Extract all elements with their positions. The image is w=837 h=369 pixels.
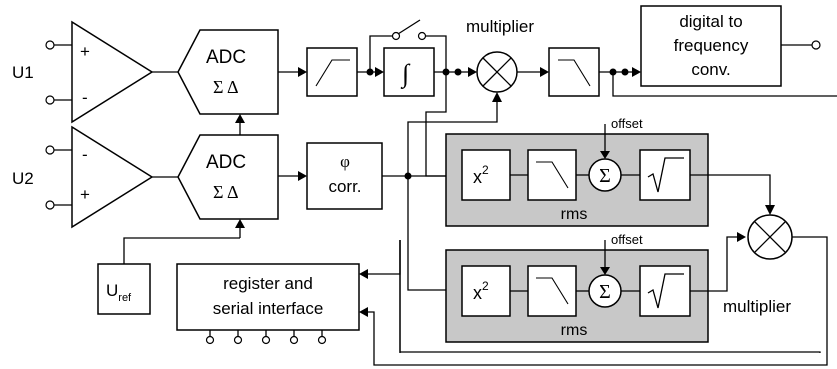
rms1-label: rms xyxy=(561,206,588,223)
rms1-sqrt xyxy=(647,157,684,193)
amplifier-u2: - + xyxy=(71,125,154,229)
rms2-offset: offset xyxy=(611,232,643,247)
switch-icon xyxy=(397,19,421,35)
amp-u1-plus: + xyxy=(80,42,90,61)
integrator-reset-switch xyxy=(369,19,447,72)
serial-bus-pins xyxy=(205,330,327,345)
dtf-line-1: digital to xyxy=(679,12,742,31)
multiplier-top: multiplier xyxy=(466,17,534,93)
rms2-sum: Σ xyxy=(599,281,611,303)
multiplier-bottom-label: multiplier xyxy=(723,297,791,316)
u2-plus-terminal xyxy=(45,200,55,210)
amp-u2-plus: + xyxy=(80,185,90,204)
u1-minus-terminal xyxy=(45,95,55,105)
rms2-square: x2 xyxy=(473,279,489,303)
digital-to-frequency-converter: digital to frequency conv. xyxy=(640,5,782,87)
integrator-symbol: ∫ xyxy=(400,59,411,89)
adc-u1-label: ADC xyxy=(206,47,246,68)
u2-input: U2 xyxy=(12,145,72,210)
rms1-sum: Σ xyxy=(599,165,611,187)
rms1-square: x2 xyxy=(473,163,489,187)
rms1-offset: offset xyxy=(611,116,643,131)
amp-u2-minus: - xyxy=(82,145,88,164)
register-serial-interface: register and serial interface xyxy=(176,263,360,345)
lowpass-filter-icon xyxy=(536,161,569,189)
rms2-label: rms xyxy=(561,322,588,339)
highpass-filter xyxy=(306,47,358,97)
uref-block: Uref xyxy=(97,263,151,315)
phase-correction: φ corr. xyxy=(306,142,383,210)
multiplier-top-label: multiplier xyxy=(466,17,534,36)
dtf-line-3: conv. xyxy=(691,60,730,79)
highpass-filter-icon xyxy=(315,59,350,87)
u1-plus-terminal xyxy=(45,40,55,50)
uref-label: Uref xyxy=(106,281,132,304)
corr-label: corr. xyxy=(328,177,361,196)
register-line-2: serial interface xyxy=(213,299,324,318)
u2-minus-terminal xyxy=(45,145,55,155)
adc-u2-label: ADC xyxy=(206,152,246,173)
rms-block-2: x2 Σ offset rms xyxy=(445,232,709,343)
u1-input: U1 xyxy=(12,40,72,105)
lowpass-filter-icon xyxy=(536,277,569,305)
rms-block-1: x2 Σ offset rms xyxy=(445,116,709,227)
register-line-1: register and xyxy=(223,274,313,293)
adc-u1: ADC Σ Δ xyxy=(177,29,279,115)
adc-u2: ADC Σ Δ xyxy=(177,134,279,220)
u2-label: U2 xyxy=(12,169,34,188)
rms2-sqrt xyxy=(647,273,684,309)
u1-label: U1 xyxy=(12,63,34,82)
amp-u1-minus: - xyxy=(82,88,88,107)
frequency-output-terminal xyxy=(811,40,821,50)
integrator: ∫ xyxy=(383,47,435,97)
amplifier-u1: + - xyxy=(71,20,154,124)
adc-u2-sigma-delta: Σ Δ xyxy=(213,182,239,202)
multiplier-bottom: multiplier xyxy=(723,214,793,316)
dtf-line-2: frequency xyxy=(674,36,749,55)
phi-symbol: φ xyxy=(340,152,350,171)
lowpass-filter-icon xyxy=(558,59,591,87)
adc-u1-sigma-delta: Σ Δ xyxy=(213,77,239,97)
lowpass-filter-top xyxy=(548,47,600,97)
